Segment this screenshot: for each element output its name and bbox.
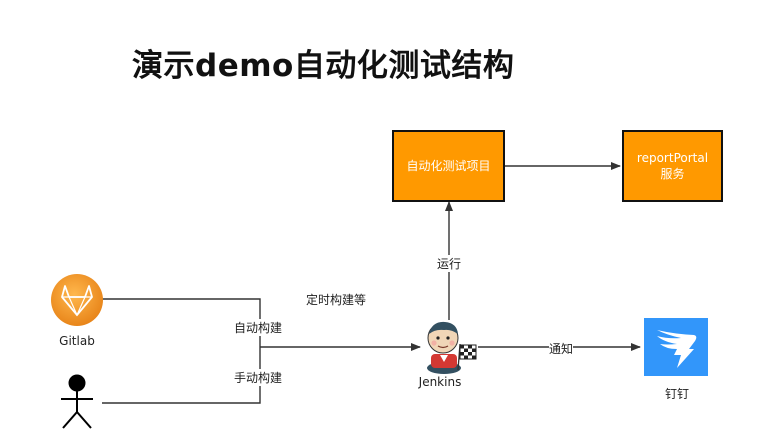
edge-label-scheduled-build: 定时构建等 (306, 293, 367, 307)
edge-user-to-jenkins (102, 347, 261, 404)
edge-label-run: 运行 (437, 255, 462, 272)
node-automation-project: 自动化测试项目 (392, 130, 505, 202)
edge-label-auto-build: 自动构建 (234, 319, 283, 336)
diagram-title: 演示demo自动化测试结构 (132, 48, 515, 84)
dingtalk-icon (644, 318, 708, 376)
dingtalk-label: 钉钉 (664, 387, 689, 401)
user-stick-figure-icon (61, 374, 93, 429)
jenkins-icon (427, 321, 477, 374)
node-automation-project-label: 自动化测试项目 (406, 159, 491, 173)
node-reportportal-label-line1: reportPortal (636, 151, 709, 165)
node-reportportal-label-line2: 服务 (660, 167, 685, 181)
node-reportportal-service: reportPortal 服务 (622, 130, 723, 202)
gitlab-icon (51, 274, 103, 326)
edge-label-notify: 通知 (549, 340, 574, 357)
edge-label-manual-build: 手动构建 (234, 369, 283, 386)
gitlab-label: Gitlab (59, 334, 95, 348)
jenkins-label: Jenkins (418, 375, 462, 389)
